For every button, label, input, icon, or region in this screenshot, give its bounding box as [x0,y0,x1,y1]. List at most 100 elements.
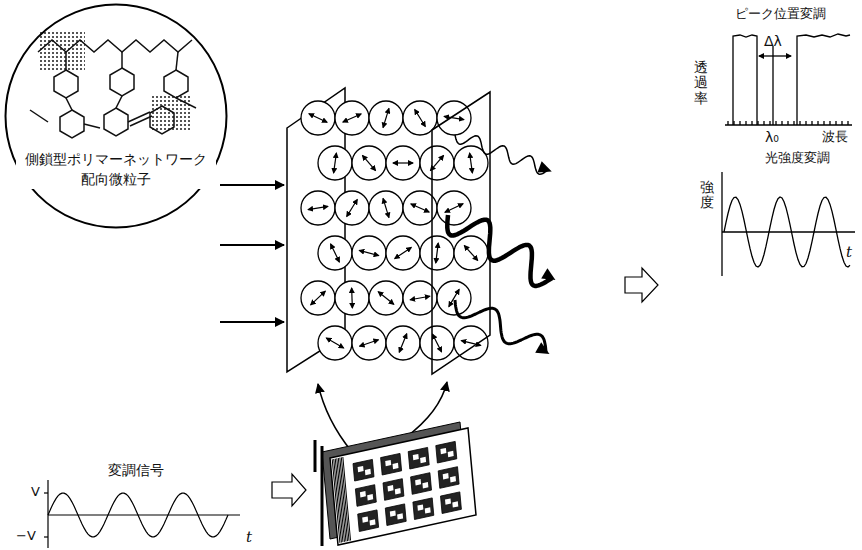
illustration-part [455,135,548,174]
illustration-part [415,479,421,485]
illustration-part [110,68,134,96]
illustration-part [355,485,376,507]
illustration-part [385,460,391,466]
axis-label: V [31,484,40,500]
illustration-part [38,40,192,52]
axis-label: λ₀ [765,129,779,146]
illustration-part [422,482,428,488]
illustration-part [358,510,379,532]
signal-title: 変調信号 [108,462,164,479]
illustration-part [443,473,449,479]
illustration-part [448,451,454,458]
illustration-part [331,244,340,262]
chemical-structure [30,30,196,138]
hollow-arrow [272,474,306,506]
illustration-part [438,467,459,489]
illustration-part [797,34,850,125]
illustration-part [383,198,389,217]
illustration-part [759,55,791,56]
illustration-part [470,153,473,173]
hollow-arrow [625,268,658,302]
illustration-part [751,121,752,125]
illustration-part [385,504,406,526]
illustration-part [381,453,402,475]
illustration-part [847,121,848,125]
illustration-part [420,236,454,270]
illustration-part [164,70,188,98]
illustration-part [40,30,85,70]
illustration-part [360,491,366,497]
illustration-part [318,384,352,452]
illustration-part [334,153,337,173]
illustration-part [399,334,406,353]
illustration-part [121,52,123,68]
illustration-part [775,121,776,125]
illustration-part [395,488,401,494]
illustration-part [362,516,368,522]
illustration-part [365,469,371,476]
node-caption: 側鎖型ポリマーネットワーク 配向微粒子 [16,149,216,189]
illustration-part [440,448,446,454]
illustration-part [383,108,389,127]
illustration-part [65,52,67,70]
illustration-part [48,493,228,537]
illustration-part [341,457,349,541]
illustration-part [301,281,335,315]
illustration-part [420,326,454,360]
illustration-part [369,101,403,135]
illustration-part [352,326,386,360]
illustration-part [48,514,240,515]
illustration-part [220,321,284,323]
illustration-part [84,124,100,128]
illustration-part [393,463,399,470]
illustration-part [436,441,457,463]
illustration-part [728,121,848,125]
illustration-part [335,281,369,315]
illustration-part [411,204,429,212]
illustration-part [450,476,456,482]
illustration-part [437,101,471,135]
illustration-part [367,494,373,500]
illustration-part [452,501,458,507]
illustration-part [128,112,150,122]
illustration-part [781,121,782,125]
illustration-part [388,485,394,491]
illustration-part [54,70,78,98]
axis-label: t [246,528,252,546]
illustration-part [60,110,84,138]
axis-label: t [846,243,852,261]
illustration-part [30,110,48,122]
illustration-part [321,446,324,546]
electrode-device [315,422,476,546]
illustration-part [811,121,812,125]
illustration-part [362,155,375,170]
illustration-part [301,191,335,225]
illustration-part [454,236,488,270]
illustration-part [805,121,806,125]
illustration-part [352,236,386,270]
illustration-part [787,121,788,125]
illustration-part [722,231,855,232]
illustration-part [311,291,326,305]
illustration-part [369,191,403,225]
input-arrows [220,185,284,322]
illustration-part [432,334,441,352]
illustration-part [408,447,429,469]
graph-title: 光強度変調 [765,150,830,166]
illustration-part [415,110,426,127]
illustration-part [378,292,394,305]
particle-circle: 側鎖型ポリマーネットワーク 配向微粒子 [4,3,228,229]
illustration-part [727,121,728,125]
illustration-part [370,519,376,525]
illustration-part [308,206,328,209]
illustration-part [44,536,48,537]
illustration-part [420,146,454,180]
illustration-part [359,250,378,255]
illustration-part [343,114,361,122]
illustration-part [841,121,842,125]
illustration-part [360,340,379,347]
illustration-part [351,288,353,308]
axis-label: 波長 [822,129,848,145]
illustration-part [829,121,830,125]
